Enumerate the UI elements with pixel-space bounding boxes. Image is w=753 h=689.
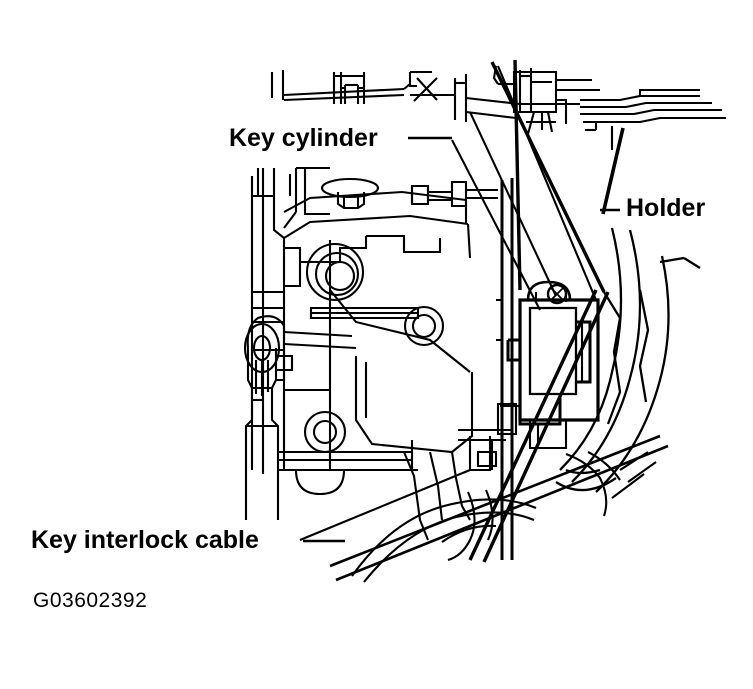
column-housing	[250, 166, 474, 474]
key-interlock-cable-line	[500, 178, 514, 560]
holder-rod	[601, 127, 625, 215]
lower-curved-tubes	[351, 451, 657, 583]
connector-block-top-right	[492, 65, 600, 135]
harness-ribbon-top-right	[580, 88, 726, 132]
upper-brackets	[270, 70, 438, 104]
wire-harness-lower-diagonal-thick	[468, 289, 610, 563]
bolt-rings	[303, 242, 445, 454]
callout-label-key-cylinder: Key cylinder	[229, 124, 378, 152]
misc-upper-ticks	[256, 168, 292, 196]
lower-left-diagonal	[299, 469, 471, 541]
lower-cross-member	[278, 440, 418, 496]
callout-label-holder: Holder	[626, 194, 706, 222]
wire-harness-lower-diagonal	[329, 434, 669, 582]
upper-bolt-heads	[320, 177, 498, 210]
steering-shaft-upper	[490, 59, 606, 293]
upper-rail	[283, 68, 580, 122]
callout-label-key-interlock-cable: Key interlock cable	[31, 526, 259, 554]
figure-code-caption: G03602392	[33, 589, 148, 612]
key-interlock-cable-detail	[496, 298, 518, 436]
wire-harness-right	[555, 227, 701, 493]
key-cylinder-knob	[243, 315, 294, 520]
slot-plate	[309, 306, 420, 320]
steering-shaft-upper-thin	[451, 65, 597, 311]
